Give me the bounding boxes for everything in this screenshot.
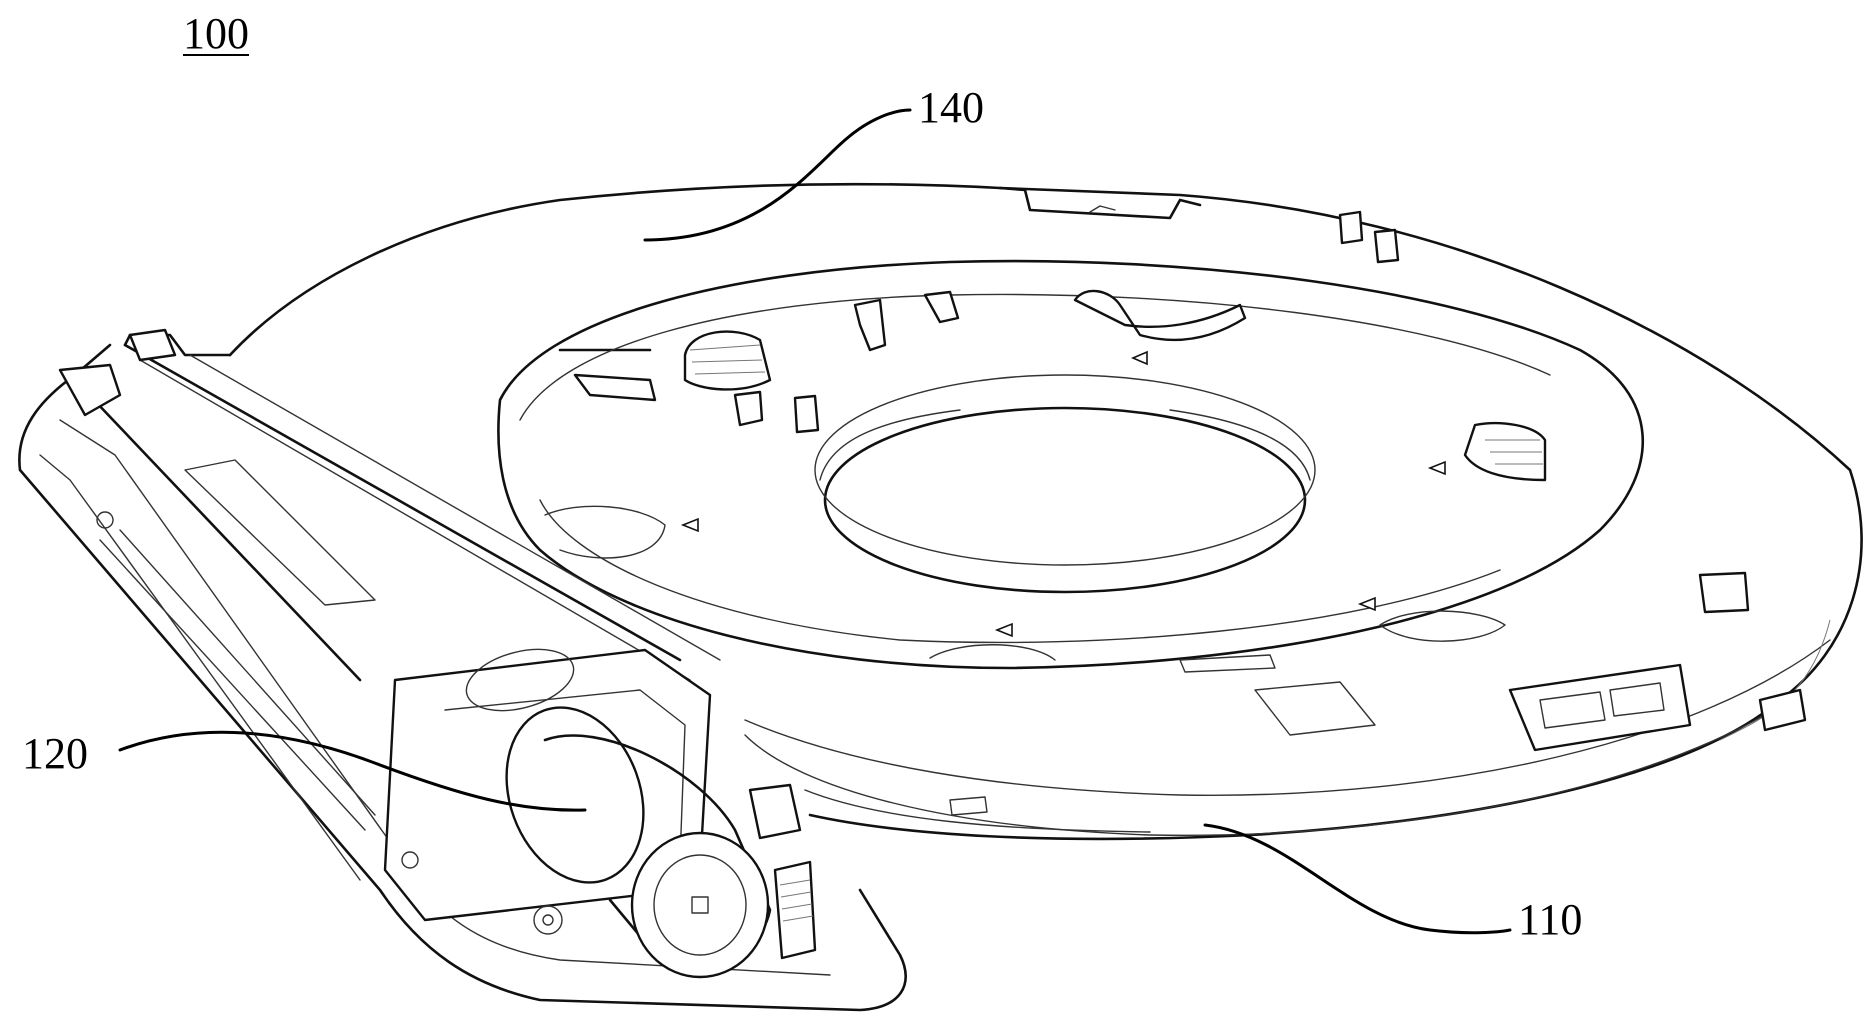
top-ring bbox=[497, 210, 1750, 736]
callout-140: 140 bbox=[918, 83, 984, 132]
leader-140 bbox=[643, 108, 912, 242]
base-housing bbox=[123, 182, 1863, 841]
arm-tray bbox=[18, 328, 907, 1012]
callout-120: 120 bbox=[22, 729, 88, 778]
callout-110: 110 bbox=[1518, 895, 1583, 944]
rim-connector bbox=[949, 663, 1807, 816]
leader-110 bbox=[1203, 823, 1512, 935]
assembly-label: 100 bbox=[183, 9, 249, 58]
leader-120 bbox=[118, 730, 587, 812]
leader-lines bbox=[118, 108, 1512, 935]
